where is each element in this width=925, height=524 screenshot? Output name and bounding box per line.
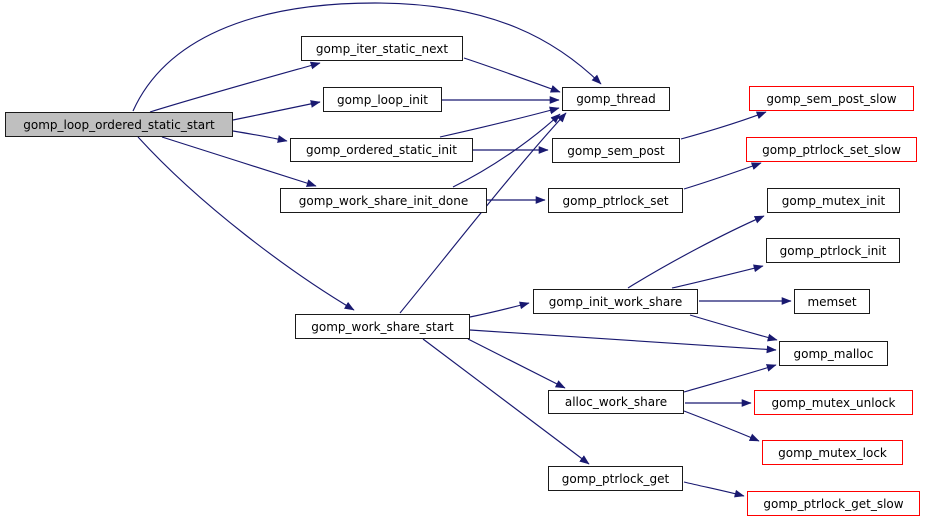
edge-gomp_work_share_start-to-alloc_work_share [467,338,566,389]
node-label: gomp_malloc [793,346,874,361]
node-gomp_init_work_share[interactable]: gomp_init_work_share [533,289,698,314]
edge-gomp_loop_ordered_static_start-to-gomp_iter_static_next [149,61,321,113]
node-label: memset [807,294,857,309]
node-label: gomp_work_share_init_done [298,193,469,208]
edge-alloc_work_share-to-gomp_malloc [683,364,777,393]
edge-gomp_init_work_share-to-gomp_mutex_init [627,215,765,289]
node-label: gomp_ptrlock_init [779,243,887,258]
node-label: gomp_mutex_unlock [771,395,896,410]
edge-gomp_init_work_share-to-gomp_malloc [689,314,778,342]
node-label: gomp_loop_init [337,92,428,107]
edge-gomp_work_share_start-to-gomp_malloc [469,329,777,354]
node-gomp_loop_init[interactable]: gomp_loop_init [323,87,442,112]
node-gomp_sem_post[interactable]: gomp_sem_post [552,138,680,163]
edge-gomp_sem_post-to-gomp_sem_post_slow [680,111,767,140]
node-gomp_ordered_static_init[interactable]: gomp_ordered_static_init [290,138,473,162]
node-gomp_ptrlock_set_slow[interactable]: gomp_ptrlock_set_slow [746,137,917,162]
node-label: gomp_thread [576,92,656,106]
node-gomp_sem_post_slow[interactable]: gomp_sem_post_slow [749,86,914,111]
node-gomp_ptrlock_get[interactable]: gomp_ptrlock_get [548,466,683,491]
node-gomp_iter_static_next[interactable]: gomp_iter_static_next [301,36,463,61]
edge-gomp_work_share_init_done-to-gomp_thread [452,113,561,188]
node-memset[interactable]: memset [794,289,870,314]
node-label: gomp_ordered_static_init [306,143,457,157]
node-label: gomp_loop_ordered_static_start [23,117,215,132]
node-gomp_loop_ordered_static_start: gomp_loop_ordered_static_start [5,112,233,137]
node-gomp_work_share_init_done[interactable]: gomp_work_share_init_done [280,188,487,213]
node-gomp_ptrlock_get_slow[interactable]: gomp_ptrlock_get_slow [747,491,920,516]
edge-alloc_work_share-to-gomp_mutex_lock [683,410,760,442]
node-gomp_mutex_init[interactable]: gomp_mutex_init [767,188,900,213]
node-gomp_ptrlock_init[interactable]: gomp_ptrlock_init [766,238,900,263]
node-label: gomp_ptrlock_get [561,471,670,486]
node-gomp_mutex_lock[interactable]: gomp_mutex_lock [762,440,903,465]
edge-gomp_loop_ordered_static_start-to-gomp_work_share_start [137,136,355,311]
edge-gomp_iter_static_next-to-gomp_thread [463,57,561,93]
node-label: gomp_ptrlock_set_slow [762,142,901,157]
edge-gomp_init_work_share-to-gomp_ptrlock_init [671,264,764,289]
node-gomp_thread[interactable]: gomp_thread [562,87,670,111]
node-label: gomp_sem_post_slow [766,91,897,106]
edge-gomp_ptrlock_set-to-gomp_ptrlock_set_slow [683,162,762,190]
node-label: gomp_work_share_start [311,319,454,334]
node-gomp_malloc[interactable]: gomp_malloc [779,341,888,366]
edge-gomp_work_share_start-to-gomp_init_work_share [469,301,530,318]
node-label: gomp_init_work_share [548,294,683,309]
edge-gomp_work_share_start-to-gomp_ptrlock_get [422,338,590,465]
node-label: gomp_ptrlock_set [562,193,669,208]
node-gomp_mutex_unlock[interactable]: gomp_mutex_unlock [754,390,913,415]
node-gomp_work_share_start[interactable]: gomp_work_share_start [295,314,470,339]
node-alloc_work_share[interactable]: alloc_work_share [548,390,684,414]
edge-gomp_loop_ordered_static_start-to-gomp_loop_init [232,100,321,121]
node-gomp_ptrlock_set[interactable]: gomp_ptrlock_set [548,188,683,213]
node-label: gomp_mutex_lock [778,445,887,460]
node-label: gomp_mutex_init [781,193,886,208]
edge-gomp_loop_ordered_static_start-to-gomp_ordered_static_init [232,130,288,143]
edge-gomp_loop_ordered_static_start-to-gomp_thread [132,2,602,112]
node-label: gomp_iter_static_next [315,41,449,56]
node-label: alloc_work_share [564,395,668,409]
node-label: gomp_sem_post [567,143,665,158]
edge-gomp_ordered_static_init-to-gomp_thread [439,106,560,138]
node-label: gomp_ptrlock_get_slow [763,496,904,511]
edge-gomp_loop_ordered_static_start-to-gomp_work_share_init_done [161,136,317,187]
edge-gomp_ptrlock_get-to-gomp_ptrlock_get_slow [683,481,745,498]
